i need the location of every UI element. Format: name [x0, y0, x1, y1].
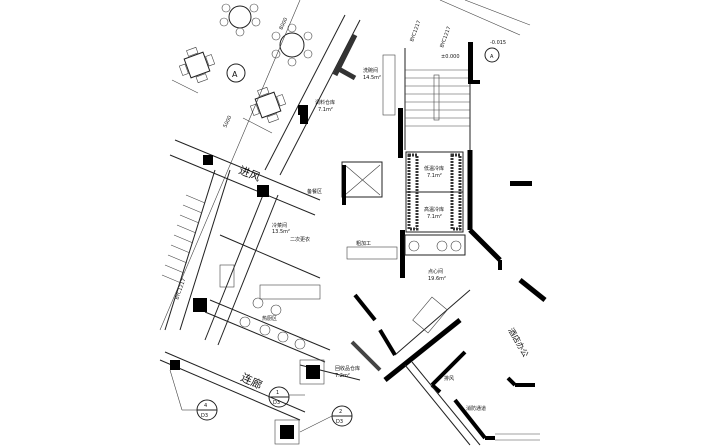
svg-text:4: 4: [204, 403, 207, 409]
cold-dish-area: 13.5m²: [272, 229, 290, 235]
low-temp-store-label: 低温冷库: [424, 165, 444, 172]
detail-callout-4: 4 D3: [169, 369, 218, 421]
pastry-room-label: 点心间: [428, 268, 443, 275]
level-outdoor: -0.015: [490, 40, 506, 46]
axis-label-a: A: [232, 70, 238, 79]
axis-bubble-a-right: [484, 47, 500, 63]
seasoning-area: 7.1m²: [318, 107, 333, 113]
fresh-air-label: 进风: [237, 164, 262, 184]
svg-text:2: 2: [339, 409, 342, 415]
column: [306, 365, 320, 379]
cold-stores: [341, 151, 466, 278]
dishwashing-area: 14.5m²: [363, 75, 381, 81]
dishwashing-room-label: 洗碗间: [363, 67, 378, 74]
pastry-equipment: [394, 289, 471, 356]
exhaust-label: 排风: [444, 375, 454, 382]
round-table-2: [271, 23, 313, 67]
column: [203, 155, 213, 165]
stairwell: [398, 42, 480, 158]
svg-text:D3: D3: [336, 419, 343, 425]
cold-dish-room-label: 冷菜间: [272, 222, 287, 229]
dimension-8000: 8000: [278, 17, 289, 31]
door-tag-1: BYC1217: [409, 20, 422, 43]
svg-text:1: 1: [276, 390, 279, 396]
low-temp-area: 7.1m²: [427, 173, 442, 179]
column: [257, 185, 269, 197]
stoves: [219, 264, 321, 350]
seasoning-store-label: 调料仓库: [315, 99, 335, 106]
level-zero: ±0.000: [441, 54, 460, 60]
svg-text:D3: D3: [273, 400, 280, 406]
hotel-office-label: 酒店办公: [506, 326, 531, 359]
pastry-area: 19.6m²: [428, 276, 446, 282]
dishwash-equipment: [300, 33, 396, 124]
corridor-label: 连廊: [239, 370, 265, 392]
pantry-label: 备餐区: [307, 188, 322, 195]
rough-processing-label: 粗加工: [356, 240, 371, 247]
high-temp-store-label: 高温冷库: [424, 206, 444, 213]
second-changing-label: 二次更衣: [290, 236, 310, 243]
square-table-2: [249, 86, 287, 124]
column: [280, 425, 294, 439]
axis-label-a-right: A: [490, 54, 494, 60]
stairs-left: [161, 194, 206, 284]
svg-text:D3: D3: [201, 413, 208, 419]
exterior-walls: [353, 150, 547, 446]
column: [193, 298, 207, 312]
hot-kitchen-label: 热厨区: [262, 315, 277, 322]
high-temp-area: 7.1m²: [427, 214, 442, 220]
detail-callout-2: 2 D3: [299, 405, 353, 433]
recycle-area: 7.2m²: [335, 373, 350, 379]
recycle-store-label: 回收品仓库: [335, 365, 360, 372]
round-table-1: [219, 3, 261, 37]
fire-passage-label: 消防通道: [466, 405, 486, 412]
column: [170, 360, 180, 370]
square-table-1: [178, 46, 216, 84]
axis-bubble-a: [226, 63, 246, 83]
door-tag-2: BYC1217: [439, 26, 452, 49]
detail-callout-1: 1 D3: [268, 386, 305, 408]
dimension-5000: 5000: [222, 115, 233, 129]
